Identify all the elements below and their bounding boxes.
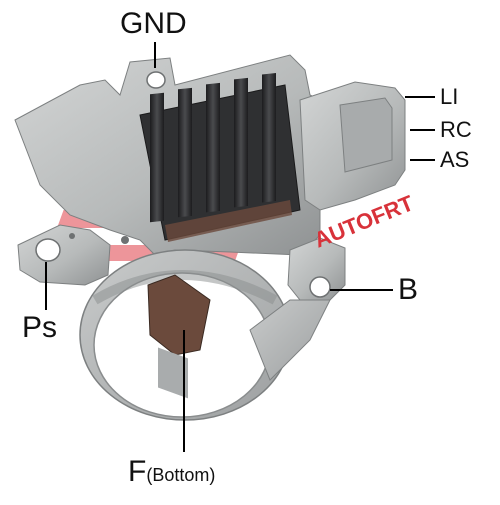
gnd-mount-hole <box>146 71 166 89</box>
rc-label: RC <box>440 117 472 142</box>
b-label: B <box>398 273 419 306</box>
ps-mount-hole <box>35 238 61 262</box>
b-terminal-hole <box>309 276 331 298</box>
li-label: LI <box>440 84 459 109</box>
f-bottom-sublabel: (Bottom) <box>146 465 216 485</box>
f-label: F <box>128 455 147 488</box>
gnd-label: GND <box>120 7 187 40</box>
f-bottom-label: F(Bottom) <box>128 457 215 487</box>
as-label: AS <box>440 147 470 172</box>
brush-terminal <box>147 274 211 356</box>
heatsink-fins <box>139 72 301 242</box>
leader-lines <box>45 42 435 452</box>
ps-label: Ps <box>22 311 58 344</box>
